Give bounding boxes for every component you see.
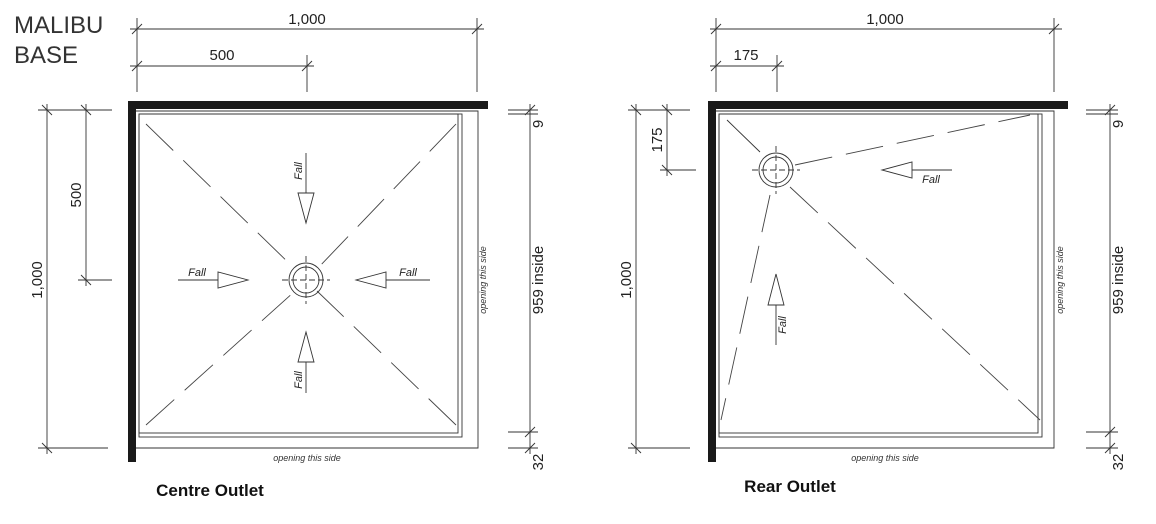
- opening-right-label: opening this side: [1055, 246, 1065, 314]
- centre-outlet-caption: Centre Outlet: [156, 481, 264, 500]
- inside-dimension-label: 959 inside: [530, 246, 547, 314]
- height-total-label: 1,000: [618, 261, 635, 299]
- fall-label: Fall: [293, 162, 305, 180]
- tray-outline: [718, 113, 1043, 438]
- right-dimensions: 959 inside 9 32: [508, 104, 547, 470]
- outlet-x-label: 175: [733, 47, 758, 64]
- fall-label: Fall: [777, 316, 789, 334]
- drain-outlet: [752, 146, 800, 194]
- nine-label: 9: [1110, 120, 1127, 128]
- nine-label: 9: [530, 120, 547, 128]
- inside-dimension-label: 959 inside: [1110, 246, 1127, 314]
- fall-label: Fall: [293, 371, 305, 389]
- right-dimensions: 959 inside 9 32: [1086, 104, 1127, 470]
- opening-right-label: opening this side: [478, 246, 488, 314]
- fall-label: Fall: [399, 267, 417, 279]
- height-total-label: 1,000: [29, 261, 46, 299]
- fall-arrow-left: Fall: [880, 161, 952, 186]
- outlet-y-label: 500: [68, 182, 85, 207]
- fall-arrow-left: Fall: [354, 267, 430, 289]
- wall-top: [128, 101, 488, 109]
- fall-arrow-right: Fall: [178, 267, 250, 289]
- wall-left: [708, 101, 716, 462]
- wall-top: [708, 101, 1068, 109]
- left-dimensions: 1,000 175: [618, 104, 696, 454]
- top-dimensions: 1,000 500: [130, 11, 484, 92]
- rear-outlet-plan: 1,000 175 1,000 175: [618, 11, 1127, 496]
- wall-left: [128, 101, 136, 462]
- fall-arrow-up: Fall: [293, 330, 315, 393]
- title-line-2: BASE: [14, 42, 78, 69]
- title-line-1: MALIBU: [14, 12, 103, 39]
- fall-label: Fall: [922, 174, 940, 186]
- opening-bottom-label: opening this side: [851, 453, 919, 463]
- fall-label: Fall: [188, 267, 206, 279]
- fall-arrow-up: Fall: [767, 273, 789, 345]
- fall-arrow-down: Fall: [293, 153, 315, 225]
- opening-bottom-label: opening this side: [273, 453, 341, 463]
- centre-outlet-plan: 1,000 500 1,000 500: [29, 11, 547, 500]
- width-total-label: 1,000: [866, 11, 904, 28]
- width-total-label: 1,000: [288, 11, 326, 28]
- thirty-two-label: 32: [530, 454, 547, 471]
- left-dimensions: 1,000 500: [29, 104, 112, 454]
- top-dimensions: 1,000 175: [710, 11, 1062, 92]
- drain-outlet: [282, 256, 330, 304]
- thirty-two-label: 32: [1110, 454, 1127, 471]
- rear-outlet-caption: Rear Outlet: [744, 477, 836, 496]
- outlet-x-label: 500: [209, 47, 234, 64]
- outlet-y-label: 175: [649, 127, 666, 152]
